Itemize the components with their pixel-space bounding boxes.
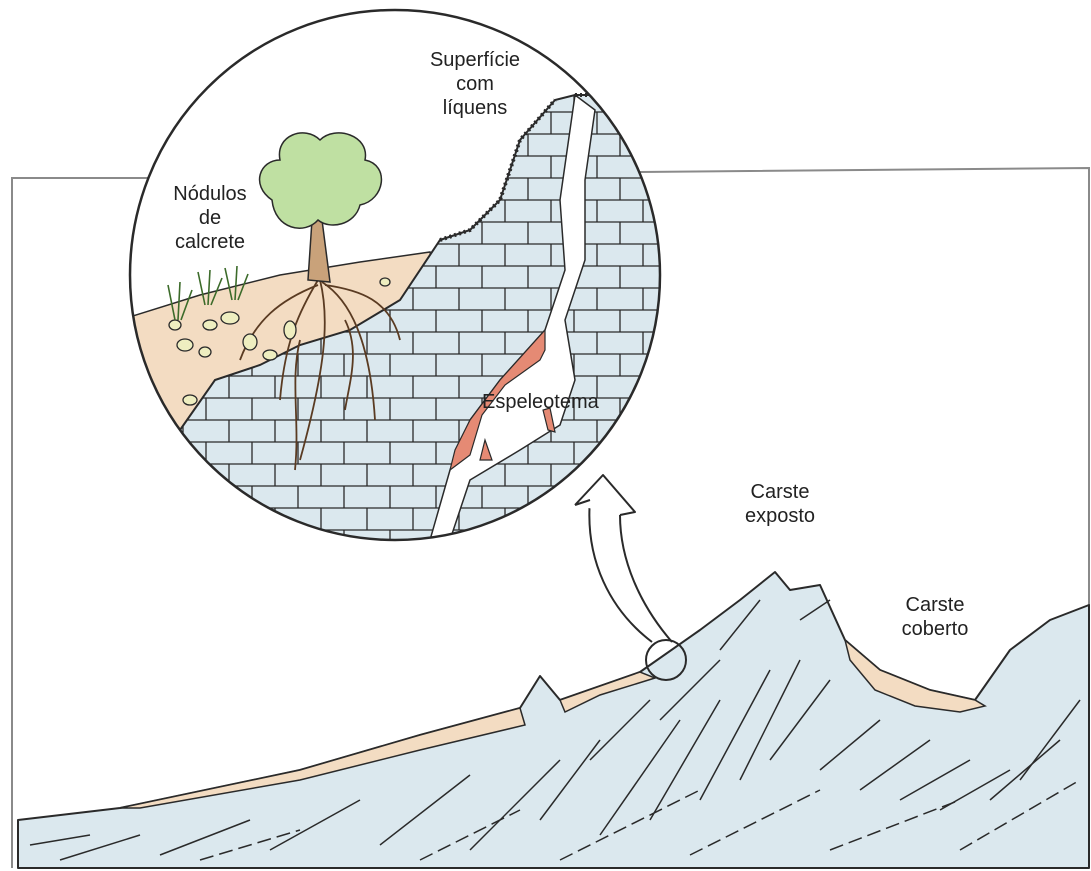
label-exposed-karst: Carste exposto [720,480,840,528]
label-line: coberto [870,617,1000,641]
label-speleothem: Espeleotema [482,390,652,414]
label-surface-with-lichens: Superfície com líquens [385,48,565,120]
label-line: Nódulos [140,182,280,206]
label-line: líquens [385,96,565,120]
zoom-arrow [575,475,672,642]
label-line: calcrete [140,230,280,254]
label-covered-karst: Carste coberto [870,593,1000,641]
label-line: exposto [720,504,840,528]
label-calcrete-nodules: Nódulos de calcrete [140,182,280,254]
label-line: Espeleotema [482,390,652,414]
label-line: com [385,72,565,96]
label-line: Carste [720,480,840,504]
label-line: Superfície [385,48,565,72]
label-line: de [140,206,280,230]
label-line: Carste [870,593,1000,617]
